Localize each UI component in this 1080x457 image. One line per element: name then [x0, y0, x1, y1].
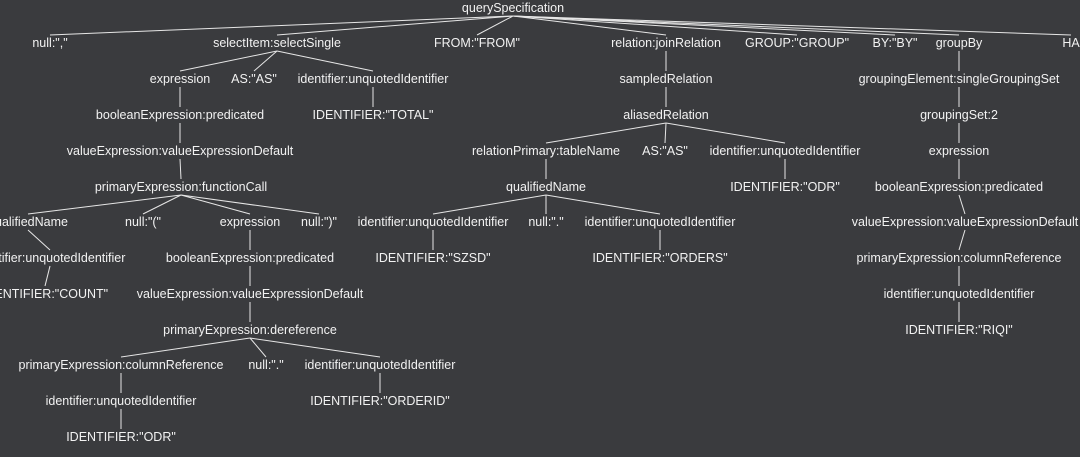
tree-edge-n-ident6 — [432, 194, 547, 215]
tree-edge-n-prim3 — [120, 337, 251, 358]
tree-edge-n-ident5 — [665, 122, 786, 144]
tree-node-n-expr1: expression — [149, 71, 211, 86]
tree-node-n-IDriqi: IDENTIFIER:"RIQI" — [905, 322, 1013, 337]
tree-edge-n-ident1 — [276, 50, 374, 72]
tree-edge-n-prim1 — [179, 158, 182, 180]
tree-node-n-expr2: expression — [219, 214, 281, 229]
tree-node-n-IDorderid: IDENTIFIER:"ORDERID" — [310, 393, 450, 408]
tree-node-n-selectItem: selectItem:selectSingle — [213, 35, 341, 50]
tree-node-n-groupElem: groupingElement:singleGroupingSet — [858, 71, 1060, 86]
tree-node-n-IDodr1: IDENTIFIER:"ODR" — [66, 429, 176, 444]
tree-node-n-ident1: identifier:unquotedIdentifier — [297, 71, 449, 86]
tree-node-n-groupSet: groupingSet:2 — [920, 107, 998, 122]
tree-edge-n-as2 — [664, 122, 667, 144]
tree-node-n-rparen: null:")" — [301, 214, 337, 229]
tree-node-n-aliased: aliasedRelation — [623, 107, 709, 122]
tree-node-n-lparen: null:"(" — [125, 214, 161, 229]
tree-node-n-prim1: primaryExpression:functionCall — [94, 179, 268, 194]
tree-node-n-expr3: expression — [928, 143, 990, 158]
tree-node-n-relation: relation:joinRelation — [611, 35, 721, 50]
tree-node-n-relPrim: relationPrimary:tableName — [472, 143, 620, 158]
tree-node-n-groupBy: groupBy — [935, 35, 983, 50]
tree-node-n-ident5: identifier:unquotedIdentifier — [709, 143, 861, 158]
tree-edge-n-val3 — [958, 194, 966, 215]
tree-node-n-dot2: null:"." — [528, 214, 564, 229]
tree-node-n-val3: valueExpression:valueExpressionDefault — [851, 214, 1079, 229]
tree-edge-n-lparen — [142, 194, 182, 215]
tree-node-n-sampled: sampledRelation — [619, 71, 713, 86]
tree-edge-n-group — [512, 15, 798, 36]
tree-node-n-group: GROUP:"GROUP" — [744, 35, 850, 50]
tree-edge-n-qname1 — [27, 194, 182, 215]
tree-edge-n-ident7 — [545, 194, 661, 215]
tree-node-n-ident3: identifier:unquotedIdentifier — [304, 357, 456, 372]
tree-node-n-bool3: booleanExpression:predicated — [874, 179, 1044, 194]
tree-node-n-bool2: booleanExpression:predicated — [165, 250, 335, 265]
tree-node-n-from: FROM:"FROM" — [434, 35, 520, 50]
tree-edge-n-ha — [512, 15, 1072, 36]
tree-node-n-ident7: identifier:unquotedIdentifier — [584, 214, 736, 229]
tree-edge-n-from — [476, 15, 514, 36]
tree-edge-n-ident2 — [27, 229, 51, 251]
tree-node-n-IDtotal: IDENTIFIER:"TOTAL" — [312, 107, 434, 122]
tree-node-n-ident8: identifier:unquotedIdentifier — [883, 286, 1035, 301]
tree-edge-n-selectItem — [276, 15, 514, 36]
tree-node-n-ident4: identifier:unquotedIdentifier — [45, 393, 197, 408]
tree-edge-n-relPrim — [545, 122, 667, 144]
tree-node-n-bool1: booleanExpression:predicated — [95, 107, 265, 122]
tree-node-n-prim4: primaryExpression:columnReference — [856, 250, 1062, 265]
tree-node-root: querySpecification — [461, 0, 565, 15]
tree-node-n-IDorders: IDENTIFIER:"ORDERS" — [592, 250, 728, 265]
tree-node-n-qname2: qualifiedName — [506, 179, 586, 194]
tree-edge-n-as1 — [253, 50, 278, 72]
tree-node-n-ident6: identifier:unquotedIdentifier — [357, 214, 509, 229]
tree-node-n-as1: AS:"AS" — [231, 71, 277, 86]
tree-node-n-ident2: identifier:unquotedIdentifier — [0, 250, 126, 265]
tree-edge-n-expr1 — [179, 50, 278, 72]
tree-edge-n-rparen — [180, 194, 320, 215]
tree-node-n-null-comma: null:"," — [32, 35, 68, 50]
tree-edge-n-ident3 — [249, 337, 381, 358]
tree-edge-n-groupBy — [512, 15, 960, 36]
tree-node-n-ha: HA — [1062, 35, 1080, 50]
tree-node-n-as2: AS:"AS" — [642, 143, 688, 158]
tree-node-n-val2: valueExpression:valueExpressionDefault — [136, 286, 364, 301]
tree-node-n-prim3: primaryExpression:columnReference — [18, 357, 224, 372]
tree-node-n-prim2: primaryExpression:dereference — [163, 322, 337, 337]
tree-node-n-dot1: null:"." — [248, 357, 284, 372]
tree-edge-n-IDcount — [44, 265, 51, 287]
tree-node-n-by: BY:"BY" — [872, 35, 918, 50]
tree-node-n-IDszsd: IDENTIFIER:"SZSD" — [375, 250, 491, 265]
tree-edge-n-expr2 — [180, 194, 251, 215]
tree-edge-n-relation — [512, 15, 667, 36]
tree-node-n-qname1: qualifiedName — [0, 214, 68, 229]
tree-edge-n-null-comma — [49, 15, 514, 36]
tree-edge-n-dot1 — [249, 337, 267, 358]
tree-edge-n-prim4 — [958, 229, 966, 251]
tree-node-n-val1: valueExpression:valueExpressionDefault — [66, 143, 294, 158]
tree-node-n-IDcount: IDENTIFIER:"COUNT" — [0, 286, 109, 301]
tree-node-n-IDodr2: IDENTIFIER:"ODR" — [730, 179, 840, 194]
